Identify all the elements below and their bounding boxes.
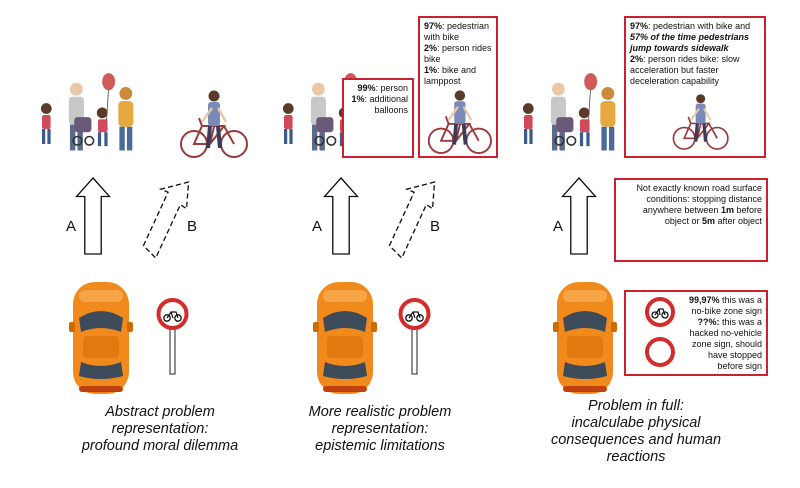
- panel-caption: More realistic problem representation: e…: [290, 404, 470, 455]
- arrow-a-label: A: [553, 218, 564, 235]
- road-text: after object: [714, 216, 762, 226]
- probability-text: : additional balloons: [364, 94, 408, 115]
- probability-text: : pedestrian with bike and: [648, 21, 751, 31]
- arrow-b-label: B: [187, 218, 198, 235]
- probability-value: ??%:: [697, 317, 720, 327]
- caption-line: Problem in full:: [588, 398, 684, 414]
- family-probability-box: 99%: person 1%: additional balloons: [342, 78, 414, 158]
- probability-value: 1%: [424, 65, 438, 75]
- no-bike-sign-icon: [398, 298, 431, 376]
- caption-line: More realistic problem: [308, 404, 452, 420]
- panel-caption: Abstract problem representation: profoun…: [70, 404, 250, 455]
- probability-text: : bike and lamppost: [424, 65, 477, 86]
- family-illustration: [40, 72, 135, 152]
- car-icon: [313, 282, 377, 394]
- arrow-a-label: A: [312, 218, 323, 235]
- car-icon: [553, 282, 617, 394]
- road-text: Not exactly known road surface condition…: [636, 183, 762, 215]
- caption-line: consequences and human: [550, 432, 722, 448]
- caption-line: reactions: [606, 449, 666, 465]
- probability-value: 99%: [357, 83, 376, 93]
- family-illustration: [522, 72, 617, 152]
- car-icon: [69, 282, 133, 394]
- road-condition-box: Not exactly known road surface condition…: [614, 178, 768, 262]
- caption-line: profound moral dilemma: [81, 438, 239, 454]
- cyclist-illustration: [179, 88, 249, 159]
- arrow-a-label: A: [66, 218, 77, 235]
- arrow-b-icon: [142, 181, 190, 259]
- no-bike-sign-icon: [645, 297, 675, 327]
- arrow-a-icon: [323, 177, 359, 255]
- probability-value: 2%: [630, 54, 644, 64]
- distance-value: 1m: [720, 205, 734, 215]
- cyclist-illustration: [671, 92, 730, 151]
- probability-text: : person: [375, 83, 408, 93]
- probability-text: this was a hacked no-vehicle zone sign, …: [689, 317, 762, 371]
- cyclist-illustration: [426, 88, 493, 155]
- probability-value: 1%: [351, 94, 365, 104]
- probability-text: : person rides bike: slow acceleration b…: [630, 54, 740, 86]
- caption-line: epistemic limitations: [315, 438, 445, 454]
- probability-text: : person rides bike: [424, 43, 492, 64]
- probability-text: : pedestrian with bike: [424, 21, 490, 42]
- distance-value: 5m: [701, 216, 715, 226]
- arrow-a-icon: [75, 177, 111, 255]
- probability-value: 99,97%: [688, 295, 720, 305]
- no-bike-sign-icon: [156, 298, 189, 376]
- caption-line: representation:: [331, 421, 429, 437]
- probability-value: 97%: [630, 21, 649, 31]
- probability-text: this was a no-bike zone sign: [691, 295, 762, 316]
- probability-value: 97%: [424, 21, 443, 31]
- no-vehicle-sign-icon: [645, 337, 675, 367]
- probability-highlight: 57% of the time pedestrians jump towards…: [630, 32, 750, 53]
- arrow-b-label: B: [430, 218, 441, 235]
- probability-value: 2%: [424, 43, 438, 53]
- caption-line: representation:: [111, 421, 209, 437]
- caption-line: Abstract problem: [105, 404, 215, 420]
- panel-caption: Problem in full: incalculabe physical co…: [536, 398, 736, 466]
- caption-line: incalculabe physical: [571, 415, 701, 431]
- road-text: before object or: [664, 205, 762, 226]
- arrow-a-icon: [561, 177, 597, 255]
